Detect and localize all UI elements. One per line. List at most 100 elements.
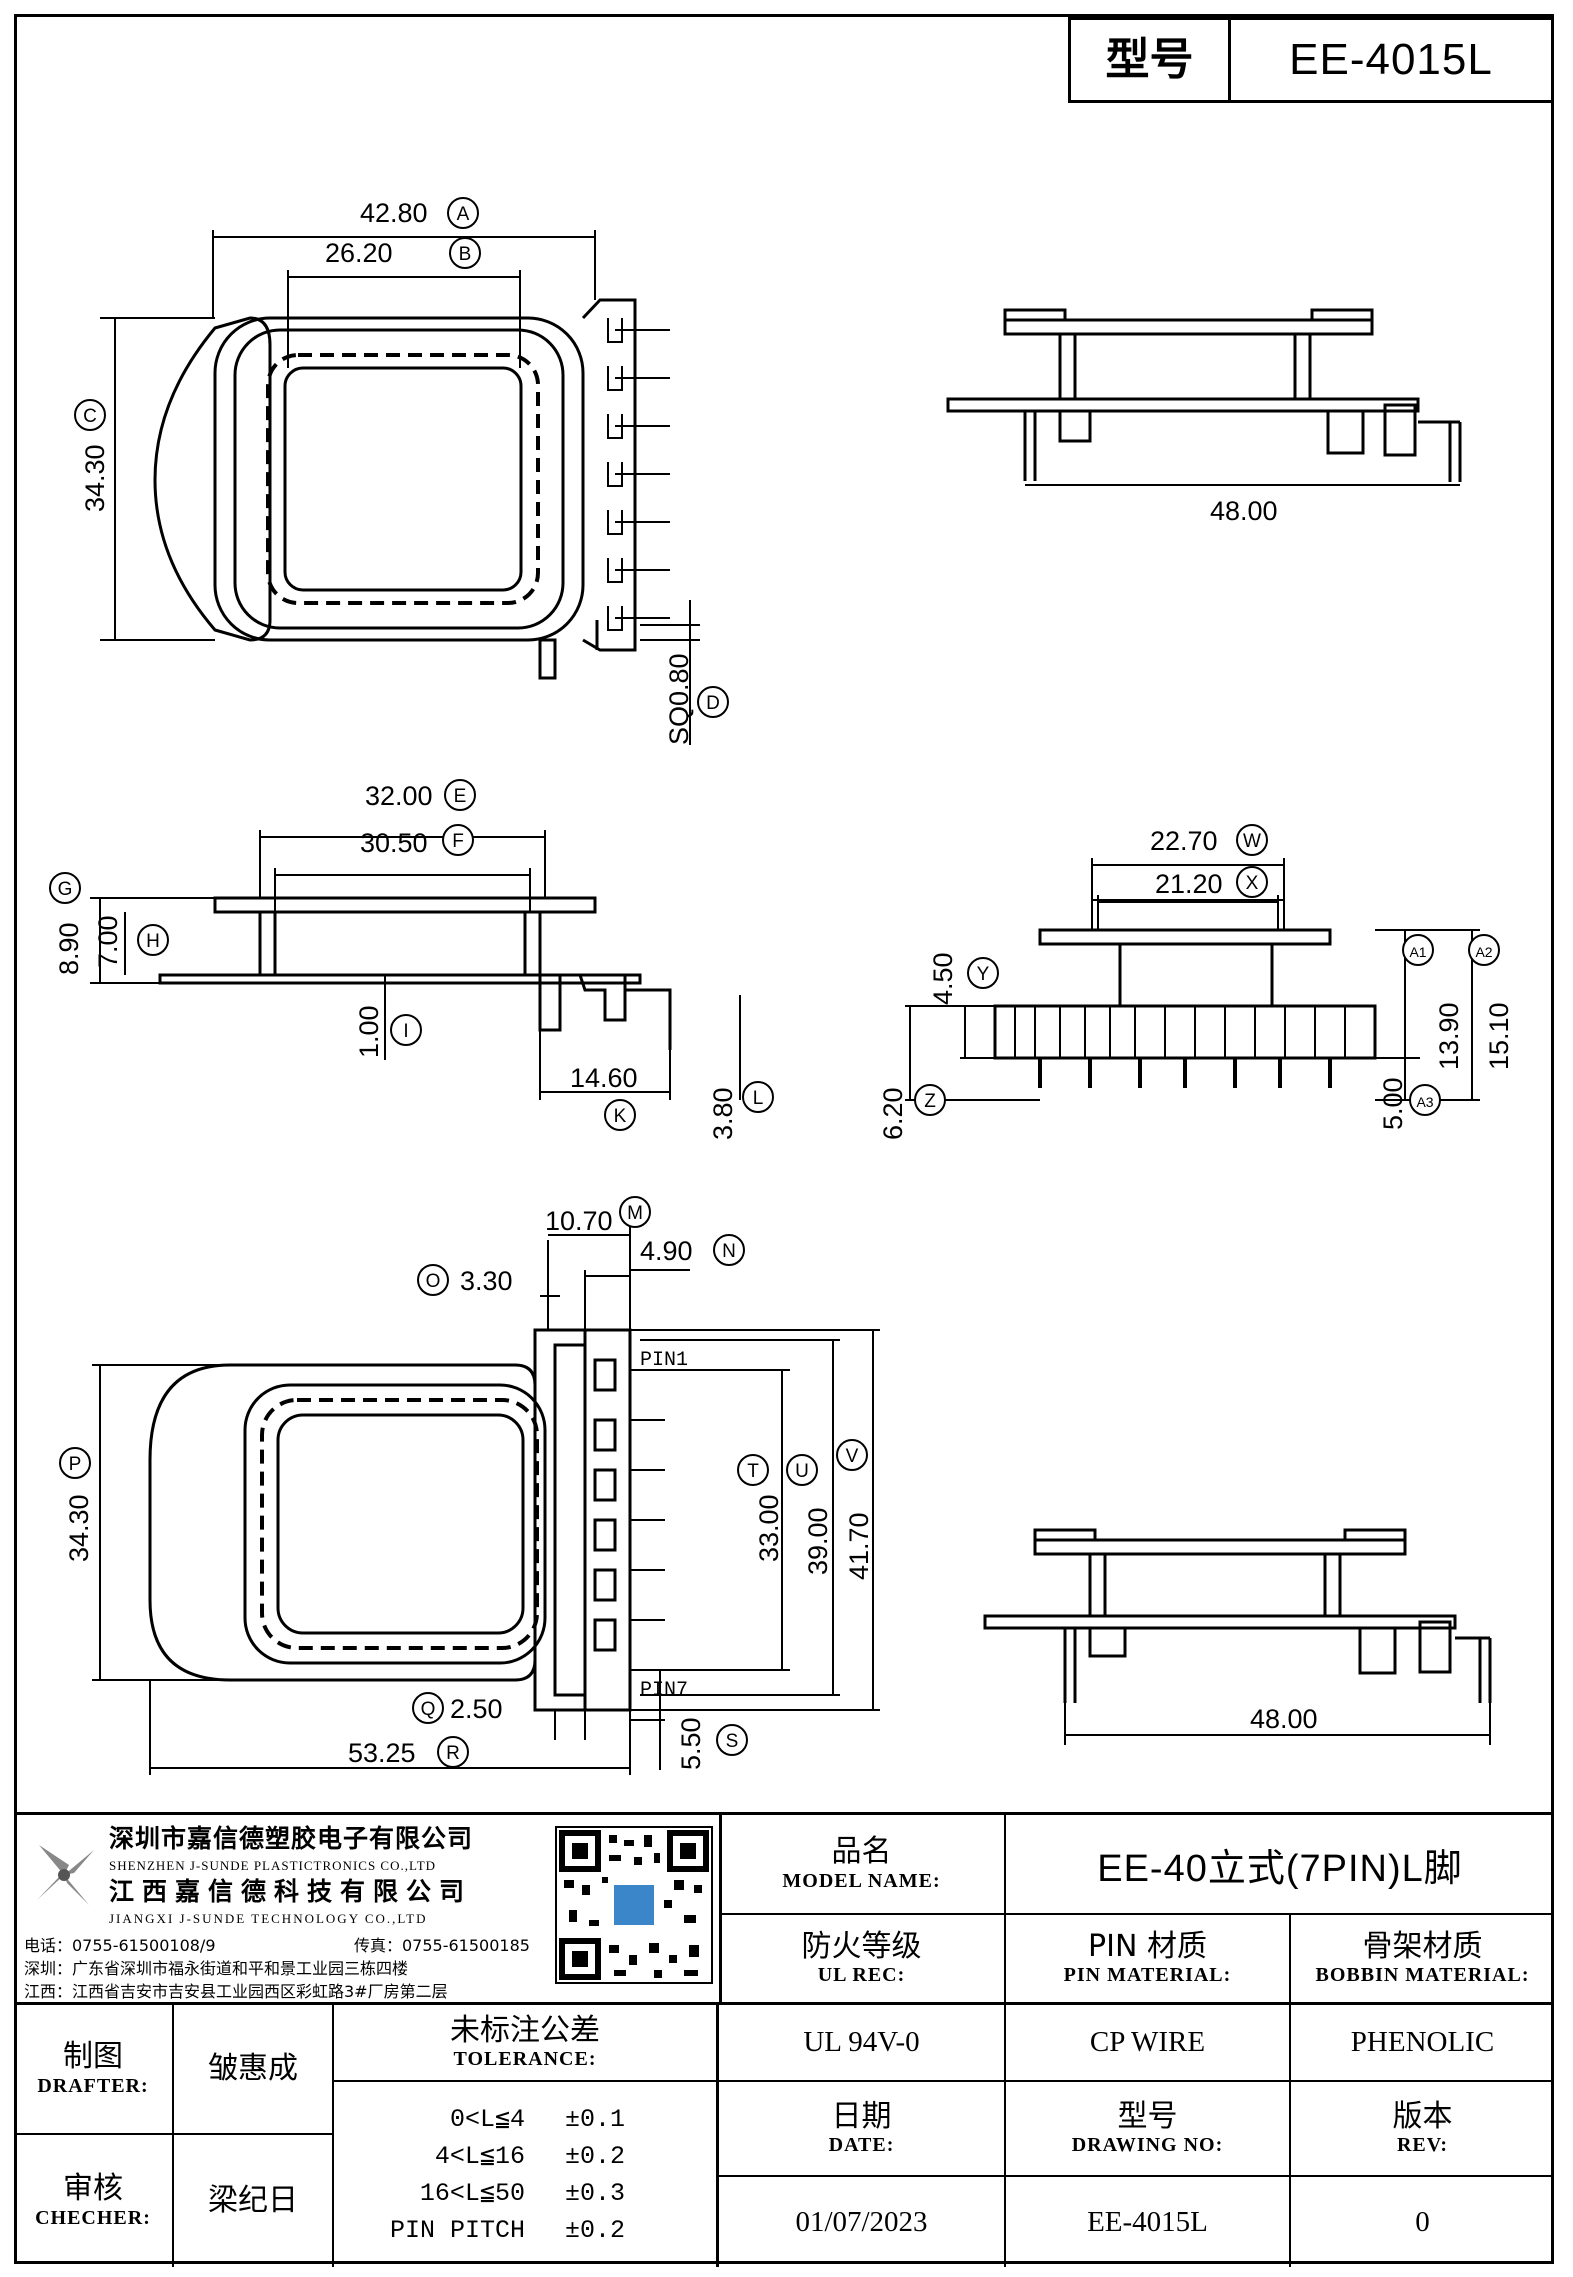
dim-U: 39.00 — [803, 1507, 833, 1575]
date-cn: 日期 — [831, 2098, 892, 2134]
marker-y: Y — [967, 957, 999, 989]
dim-C: 34.30 — [80, 444, 110, 512]
tol-range-2: 4<L≦16 — [434, 2141, 525, 2171]
marker-label: B — [459, 244, 472, 265]
dim-P: 34.30 — [64, 1494, 94, 1562]
dim-Y: 4.50 — [928, 952, 958, 1005]
dim-side2: 48.00 — [1250, 1704, 1318, 1734]
dim-E: 32.00 — [365, 781, 433, 811]
dim-A3: 5.00 — [1378, 1077, 1408, 1130]
marker-a2: A2 — [1468, 934, 1500, 966]
marker-label: F — [452, 831, 464, 852]
dimension-labels: 42.80 26.20 34.30 SQ0.80 48.00 32.00 30.… — [49, 197, 1514, 1770]
marker-label: O — [426, 1271, 441, 1292]
drawing-frame — [14, 14, 1554, 2264]
marker-label: M — [627, 1203, 643, 1224]
marker-label: H — [146, 931, 160, 952]
tol-value-2: ±0.2 — [565, 2141, 626, 2171]
dim-W: 22.70 — [1150, 826, 1218, 856]
bobbin-material-value: PHENOLIC — [1350, 2026, 1495, 2058]
marker-n: N — [713, 1234, 745, 1266]
marker-label: D — [706, 693, 720, 714]
pin-material-value: CP WIRE — [1089, 2026, 1206, 2058]
drawing-no-cn: 型号 — [1117, 2098, 1178, 2134]
dim-A2: 15.10 — [1484, 1002, 1514, 1070]
marker-i: I — [390, 1014, 422, 1046]
dim-T: 33.00 — [754, 1494, 784, 1562]
marker-label: A2 — [1475, 944, 1492, 960]
marker-p: P — [59, 1447, 91, 1479]
company-logo — [37, 1845, 94, 1905]
marker-label: E — [454, 786, 467, 807]
dim-X: 21.20 — [1155, 869, 1223, 899]
drafter-cn: 制图 — [63, 2039, 123, 2075]
marker-d: D — [697, 686, 729, 718]
ul-value: UL 94V-0 — [803, 2026, 920, 2058]
tol-range-4: PIN PITCH — [389, 2215, 525, 2245]
tol-range-1: 0<L≦4 — [449, 2104, 525, 2134]
marker-label: U — [795, 1461, 809, 1482]
dim-L: 3.80 — [708, 1087, 738, 1140]
checker-cn: 审核 — [63, 2171, 123, 2207]
dim-D: SQ0.80 — [664, 653, 694, 745]
tolerance-cn: 未标注公差 — [450, 2012, 600, 2048]
marker-label: S — [726, 1731, 739, 1752]
checker-en: CHECHER: — [35, 2206, 151, 2229]
pin-material-en: PIN MATERIAL: — [1063, 1964, 1232, 1987]
rev-cn: 版本 — [1392, 2098, 1453, 2134]
dim-side1: 48.00 — [1210, 496, 1278, 526]
marker-r: R — [437, 1736, 469, 1768]
tolerance-table: 0<L≦4 ±0.1 4<L≦16 ±0.2 16<L≦50 ±0.3 PIN PIT… — [334, 2082, 719, 2267]
drawing-no-en: DRAWING NO: — [1071, 2134, 1224, 2157]
date-value: 01/07/2023 — [795, 2205, 928, 2238]
marker-z: Z — [914, 1084, 946, 1116]
pin-material-cn: PIN 材质 — [1088, 1928, 1207, 1964]
dim-H: 7.00 — [93, 915, 123, 968]
technical-drawing — [90, 230, 1492, 1775]
dim-B: 26.20 — [325, 238, 393, 268]
marker-g: G — [49, 872, 81, 904]
drafter-value: 皱惠成 — [208, 2050, 298, 2086]
marker-label: Z — [924, 1091, 936, 1112]
marker-label: L — [753, 1088, 764, 1109]
title-block: 深圳市嘉信德塑胶电子有限公司 SHENZHEN J-SUNDE PLASTICT… — [14, 1812, 1554, 2267]
marker-t: T — [737, 1454, 769, 1486]
bobbin-material-cn: 骨架材质 — [1362, 1928, 1483, 1964]
dim-O: 3.30 — [460, 1266, 513, 1296]
bobbin-material-en: BOBBIN MATERIAL: — [1315, 1964, 1530, 1987]
header-model-box: 型号 EE-4015L — [1068, 17, 1554, 103]
marker-b: B — [449, 237, 481, 269]
marker-h: H — [137, 924, 169, 956]
marker-label: W — [1243, 831, 1261, 852]
marker-label: C — [83, 406, 97, 427]
rev-en: REV: — [1396, 2134, 1449, 2157]
tol-value-3: ±0.3 — [565, 2178, 626, 2208]
marker-label: Q — [421, 1699, 436, 1720]
drawing-no-value: EE-4015L — [1087, 2205, 1208, 2238]
top-view — [100, 230, 700, 745]
rev-value: 0 — [1415, 2205, 1430, 2238]
marker-s: S — [716, 1724, 748, 1756]
marker-k: K — [604, 1099, 636, 1131]
checker-value: 梁纪日 — [208, 2182, 298, 2218]
ul-en: UL REC: — [817, 1964, 906, 1987]
tol-range-3: 16<L≦50 — [419, 2178, 525, 2208]
marker-q: Q — [412, 1692, 444, 1724]
marker-c: C — [74, 399, 106, 431]
pin1-label: PIN1 — [640, 1349, 688, 1372]
marker-label: X — [1246, 873, 1259, 894]
marker-label: I — [403, 1021, 408, 1042]
dim-V: 41.70 — [844, 1512, 874, 1580]
marker-a1: A1 — [1402, 934, 1434, 966]
marker-m: M — [619, 1196, 651, 1228]
qr-code — [555, 1826, 713, 1984]
date-en: DATE: — [828, 2134, 895, 2157]
company-addr-jx: 江西：江西省吉安市吉安县工业园西区彩虹路3#厂房第二层 — [24, 1982, 448, 2001]
dim-G: 8.90 — [54, 922, 84, 975]
tol-value-1: ±0.1 — [565, 2104, 626, 2134]
company-en2: JIANGXI J-SUNDE TECHNOLOGY CO.,LTD — [109, 1911, 428, 1926]
marker-label: P — [69, 1454, 82, 1475]
marker-a3: A3 — [1409, 1084, 1441, 1116]
dim-N: 4.90 — [640, 1236, 693, 1266]
company-tel: 电话：0755-61500108/9 — [24, 1936, 216, 1955]
